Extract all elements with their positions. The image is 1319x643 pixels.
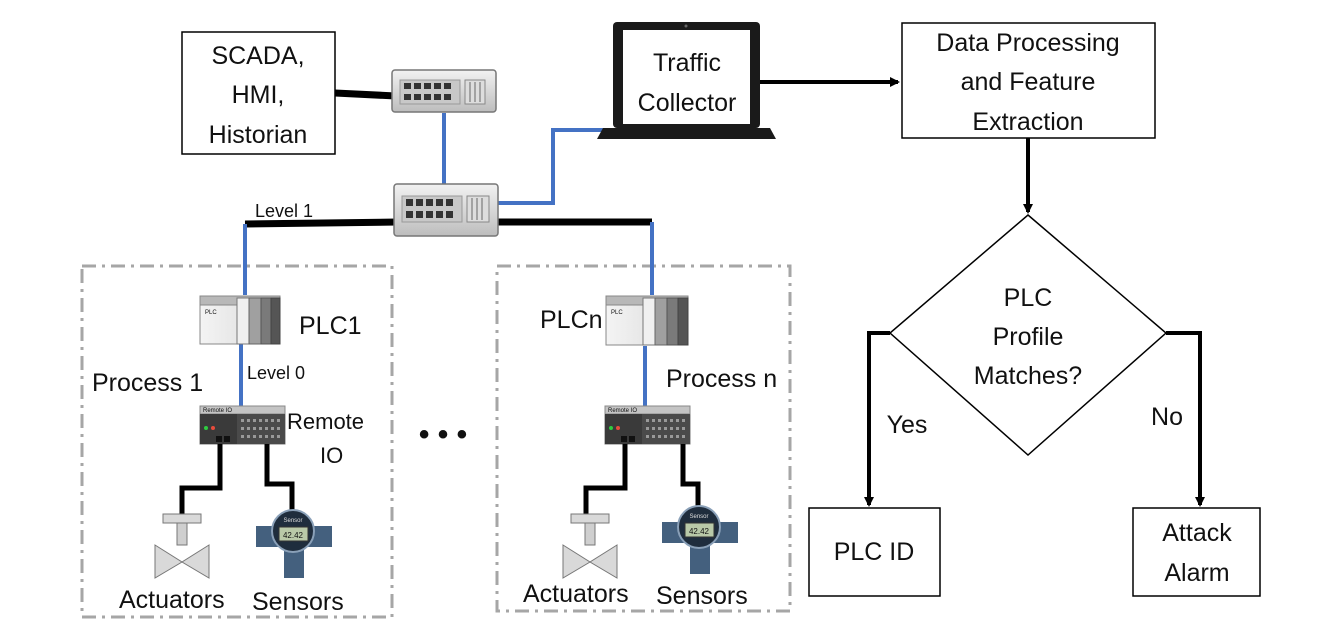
processn-frame	[495, 264, 792, 613]
yes-label: Yes	[887, 411, 928, 439]
sensors-label-1: Sensors	[252, 588, 344, 616]
plc1-tag: PLC	[205, 310, 217, 316]
plcn-icon: PLC	[605, 295, 689, 346]
process1-frame	[80, 264, 394, 619]
process1-title: Process 1	[92, 369, 203, 397]
remote-io-label-2: IO	[320, 443, 343, 468]
decision-line2: Profile	[993, 323, 1064, 351]
data-processing-box	[901, 22, 1156, 139]
remote-io-label-1: Remote	[287, 409, 364, 434]
processn-title: Process n	[666, 365, 777, 393]
plc1-label: PLC1	[299, 312, 362, 340]
attack-alarm-box	[1132, 507, 1261, 597]
sensor-n-reading: 42.42	[689, 527, 710, 536]
scada-line2: HMI,	[232, 81, 285, 109]
sensor-1-reading: 42.42	[283, 531, 304, 540]
plcn-tag: PLC	[611, 310, 623, 316]
processn-field-wires	[583, 444, 701, 514]
sensor-1-icon: 42.42 Sensor	[256, 509, 332, 578]
actuators-label-1: Actuators	[119, 586, 225, 614]
attack-line2: Alarm	[1164, 559, 1229, 587]
actuators-label-n: Actuators	[523, 580, 629, 608]
remote-io-1-icon: Remote IO	[199, 405, 286, 445]
actuator-n-icon	[562, 513, 618, 579]
yes-branch-arrow	[864, 331, 890, 507]
actuator-1-icon	[154, 513, 210, 579]
decision-line3: Matches?	[974, 362, 1082, 390]
top-switch-icon	[391, 69, 497, 113]
no-label: No	[1151, 403, 1183, 431]
remote-io-n-icon: Remote IO	[604, 405, 691, 445]
decision-line1: PLC	[1004, 284, 1053, 312]
process1-field-wires	[179, 444, 295, 514]
processing-line1: Data Processing	[936, 29, 1119, 57]
sensor-1-tag: Sensor	[283, 518, 302, 524]
scada-line3: Historian	[209, 121, 308, 149]
level1-label: Level 1	[255, 201, 313, 221]
level1-switch-icon	[393, 183, 499, 237]
attack-line1: Attack	[1162, 519, 1232, 547]
decision-diamond	[888, 214, 1168, 457]
network-links	[239, 89, 654, 406]
remote-io-n-tag: Remote IO	[608, 408, 637, 414]
traffic-collector-line2: Collector	[638, 89, 737, 117]
laptop-icon	[597, 22, 776, 139]
sensor-n-icon: 42.42 Sensor	[662, 505, 738, 574]
ellipsis-dots: • • •	[419, 418, 467, 451]
scada-hmi-historian-box	[181, 31, 336, 155]
plc-id-label: PLC ID	[834, 538, 915, 566]
sensor-n-tag: Sensor	[689, 514, 708, 520]
plc1-icon: PLC	[199, 295, 281, 345]
traffic-collector-line1: Traffic	[653, 49, 721, 77]
scada-line1: SCADA,	[211, 42, 304, 70]
sensors-label-n: Sensors	[656, 582, 748, 610]
level0-label: Level 0	[247, 363, 305, 383]
remote-io-1-tag: Remote IO	[203, 408, 232, 414]
processing-line2: and Feature	[961, 68, 1096, 96]
plc-id-box	[808, 507, 941, 597]
processing-line3: Extraction	[972, 108, 1083, 136]
plcn-label: PLCn	[540, 306, 603, 334]
no-branch-arrow	[1166, 331, 1205, 507]
